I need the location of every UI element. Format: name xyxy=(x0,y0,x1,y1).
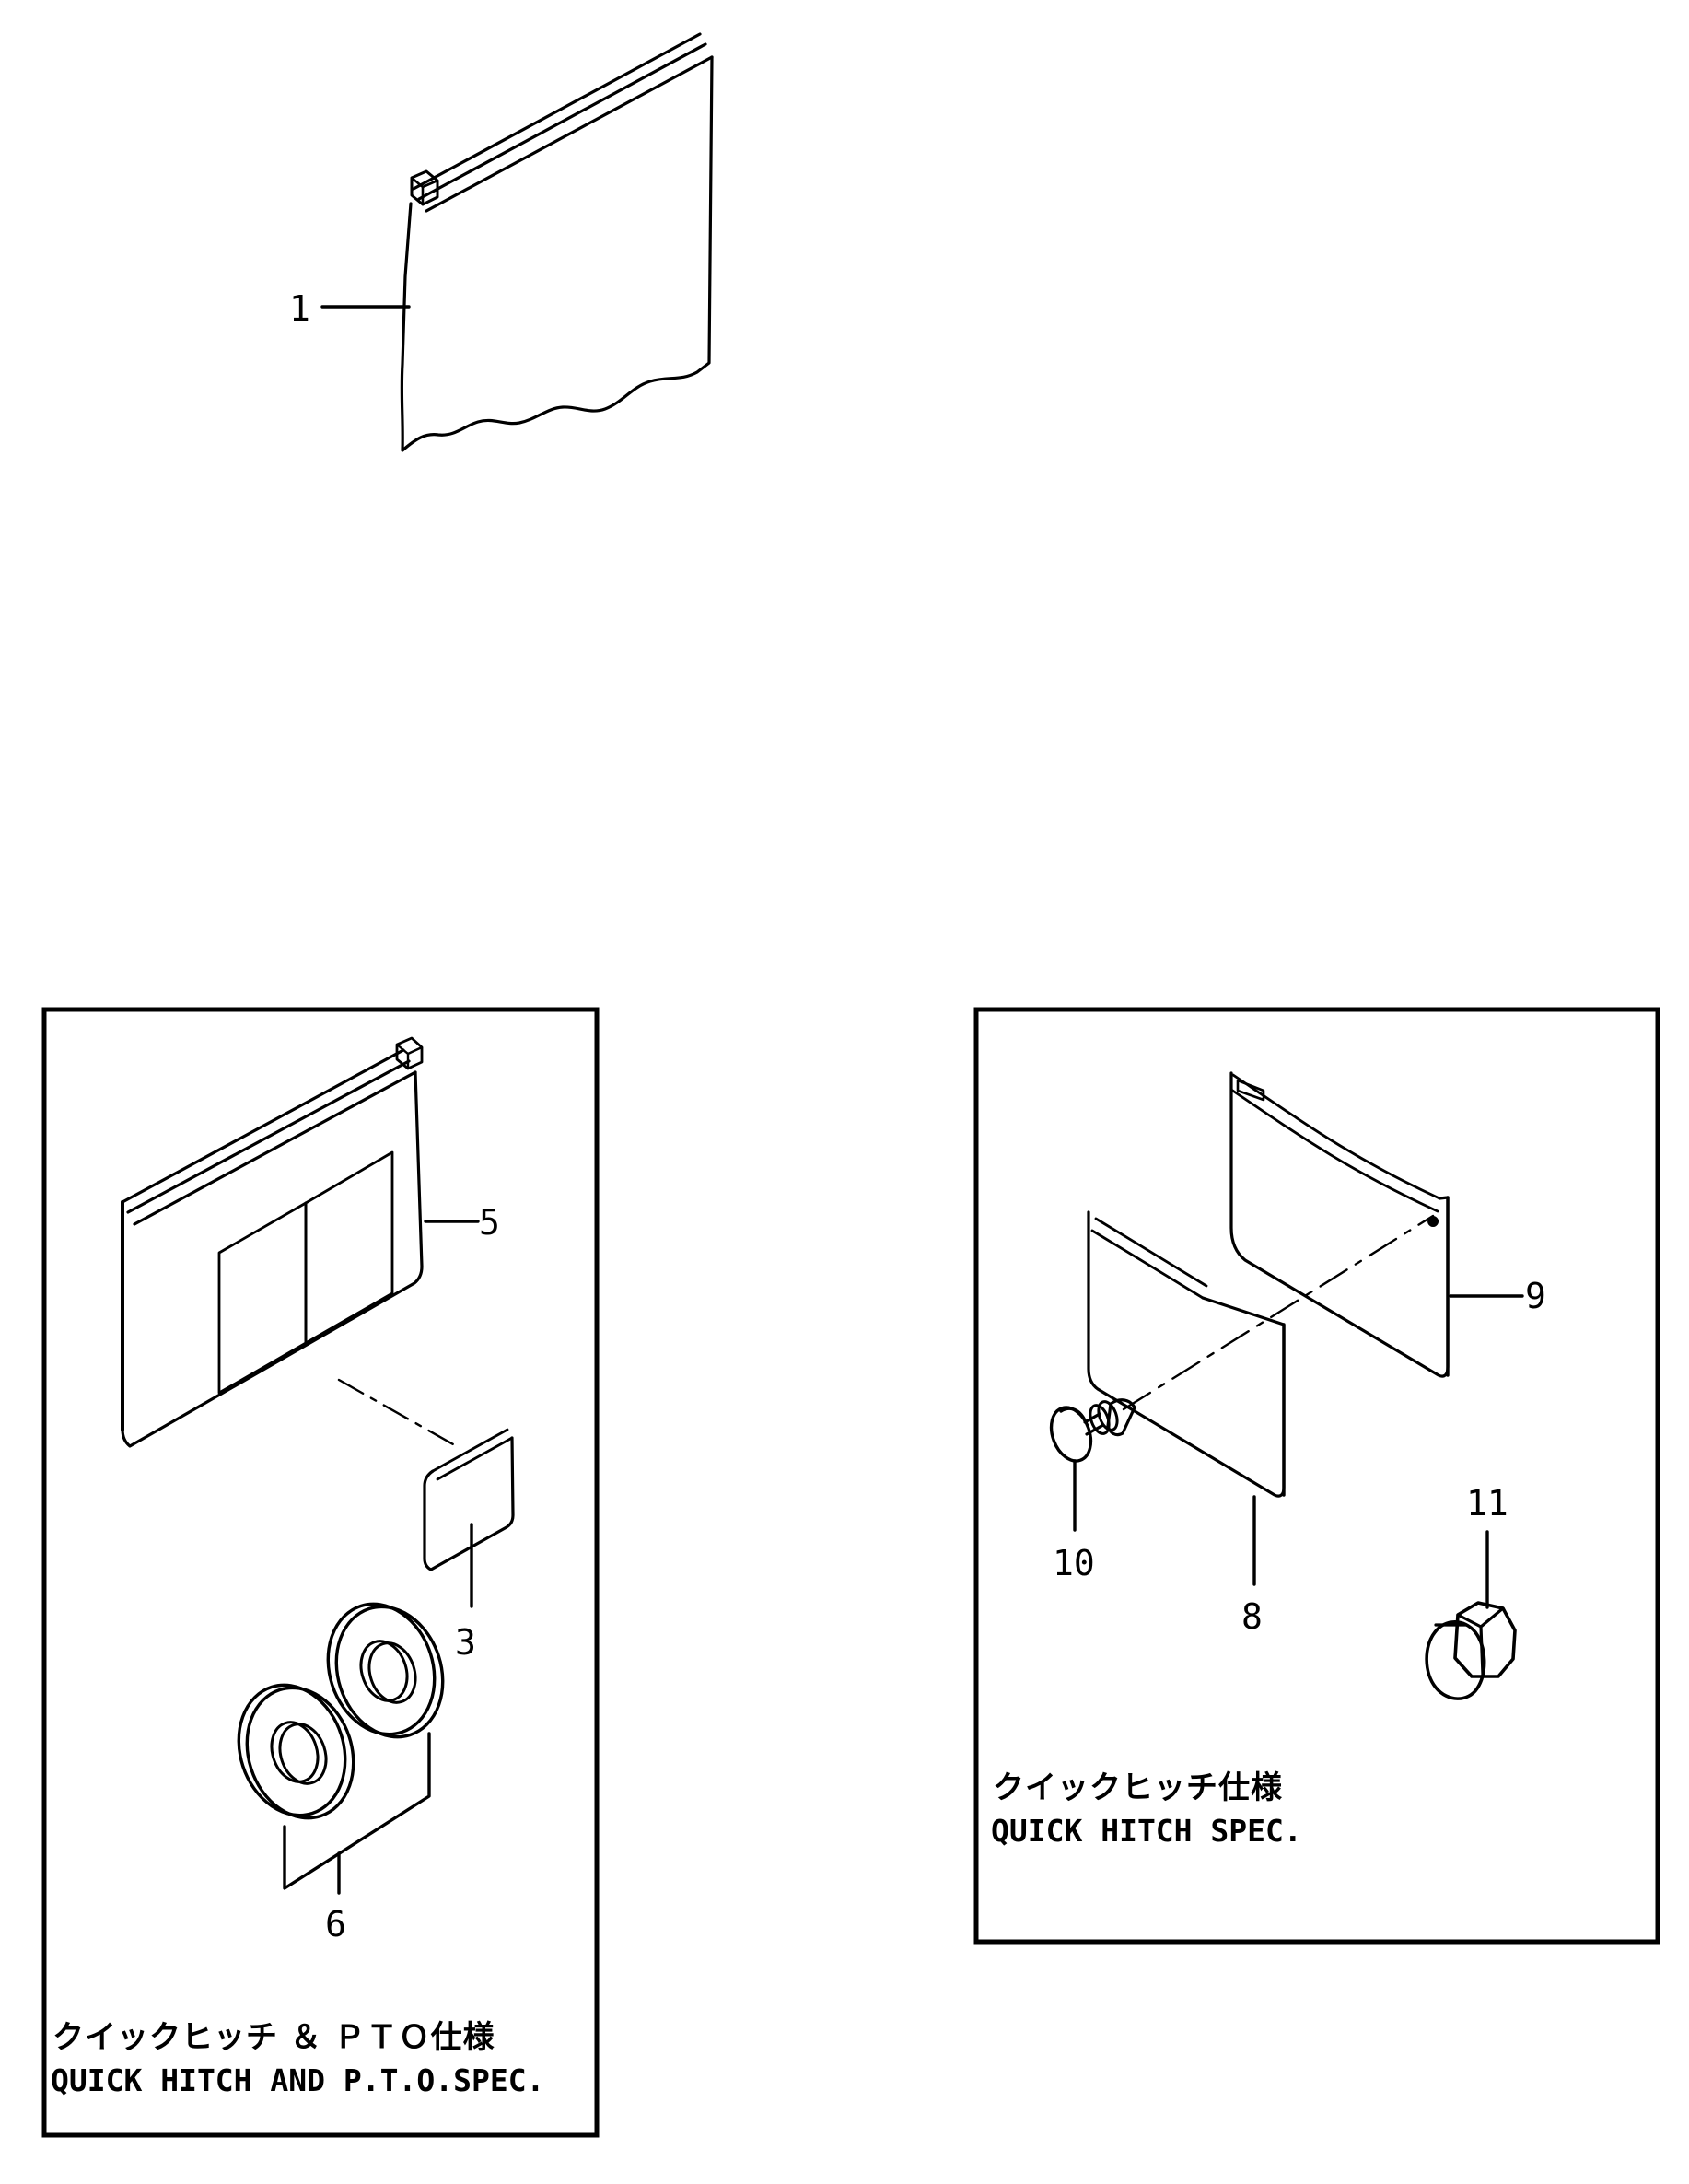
cover-top-rail-mid xyxy=(417,42,707,201)
part8-body xyxy=(1087,1210,1286,1498)
part6-washer-front-bore-front xyxy=(278,1723,328,1785)
part9-rail-slot xyxy=(1236,1079,1265,1102)
part8-rail-inner xyxy=(1090,1229,1205,1300)
main-cover-assembly xyxy=(320,32,714,452)
part5-rail-mid xyxy=(126,1059,411,1214)
part5-window-right-pane xyxy=(304,1150,394,1345)
cover-top-rail-inner xyxy=(425,55,714,213)
callout-11-label: 11 xyxy=(1466,1483,1508,1524)
callout-6-bracket xyxy=(283,1732,431,1890)
callout-5-label: 5 xyxy=(479,1202,500,1243)
part10-stud xyxy=(1049,1398,1136,1463)
callout-8-label: 8 xyxy=(1241,1596,1263,1637)
quick-hitch-pto-caption-en: QUICK HITCH AND P.T.O.SPEC. xyxy=(51,2062,544,2098)
part6-washer-rear xyxy=(326,1602,445,1739)
part6-washer-front-bore-back xyxy=(270,1721,320,1783)
part5-window-left-pane xyxy=(217,1201,308,1395)
cover-slider-block xyxy=(410,169,439,206)
part9-rail-outer xyxy=(1231,1073,1441,1200)
part6-washer-rear-bore-front xyxy=(367,1641,417,1704)
cover-slider-block-edge xyxy=(410,176,439,206)
part6-washer-rear-outer-front xyxy=(334,1605,445,1739)
part6-washer-front-outer-front xyxy=(245,1686,355,1820)
part10-knob-head xyxy=(1049,1406,1093,1463)
quick-hitch-panel-border xyxy=(973,1007,1660,1945)
callout-10-label: 10 xyxy=(1053,1543,1095,1583)
quick-hitch-caption-en: QUICK HITCH SPEC. xyxy=(991,1813,1302,1849)
cover-top-rail-outer xyxy=(412,32,702,191)
part3-flap-rail-inner xyxy=(436,1436,514,1481)
part10-collar-back xyxy=(1089,1404,1111,1435)
part9-body xyxy=(1229,1071,1450,1378)
part5-rail-end-block xyxy=(395,1036,424,1070)
callout-1-label: 1 xyxy=(289,288,310,329)
part10-tip xyxy=(1106,1398,1136,1437)
part11-hex-plug xyxy=(1425,1601,1517,1700)
assembly-centerline xyxy=(1122,1214,1435,1411)
part3-centerline xyxy=(337,1378,455,1446)
part6-washer-rear-outer-back xyxy=(326,1602,437,1736)
part5-rail-end-block-edge xyxy=(395,1043,424,1070)
cover-body-outline xyxy=(400,55,714,452)
part5-rail-inner xyxy=(133,1070,417,1226)
part5-rail-outer xyxy=(121,1048,405,1204)
quick-hitch-caption-jp: クイックヒッチ仕様 xyxy=(993,1769,1283,1806)
callout-6-label: 6 xyxy=(325,1904,346,1945)
callout-9-label: 9 xyxy=(1525,1276,1546,1316)
part10-collar-front xyxy=(1097,1400,1119,1431)
quick-hitch-panel-contents xyxy=(1049,1071,1524,1700)
part6-washer-front xyxy=(237,1683,355,1820)
quick-hitch-pto-caption-jp: クイックヒッチ ＆ ＰＴＯ仕様 xyxy=(52,2019,495,2056)
part8-rail-outer xyxy=(1094,1217,1208,1288)
part9-rail-inner xyxy=(1229,1088,1439,1213)
callout-3-label: 3 xyxy=(455,1622,476,1663)
quick-hitch-pto-panel-contents xyxy=(121,1036,515,1895)
quick-hitch-pto-panel-border xyxy=(41,1007,600,2138)
part6-washer-front-outer-back xyxy=(237,1683,347,1817)
part3-flap-rail-outer xyxy=(431,1428,509,1473)
part10-knob-rim xyxy=(1059,1407,1087,1422)
part6-washer-rear-bore-back xyxy=(359,1640,409,1702)
part3-flap-body xyxy=(423,1436,515,1571)
part5-panel-body xyxy=(121,1070,424,1448)
